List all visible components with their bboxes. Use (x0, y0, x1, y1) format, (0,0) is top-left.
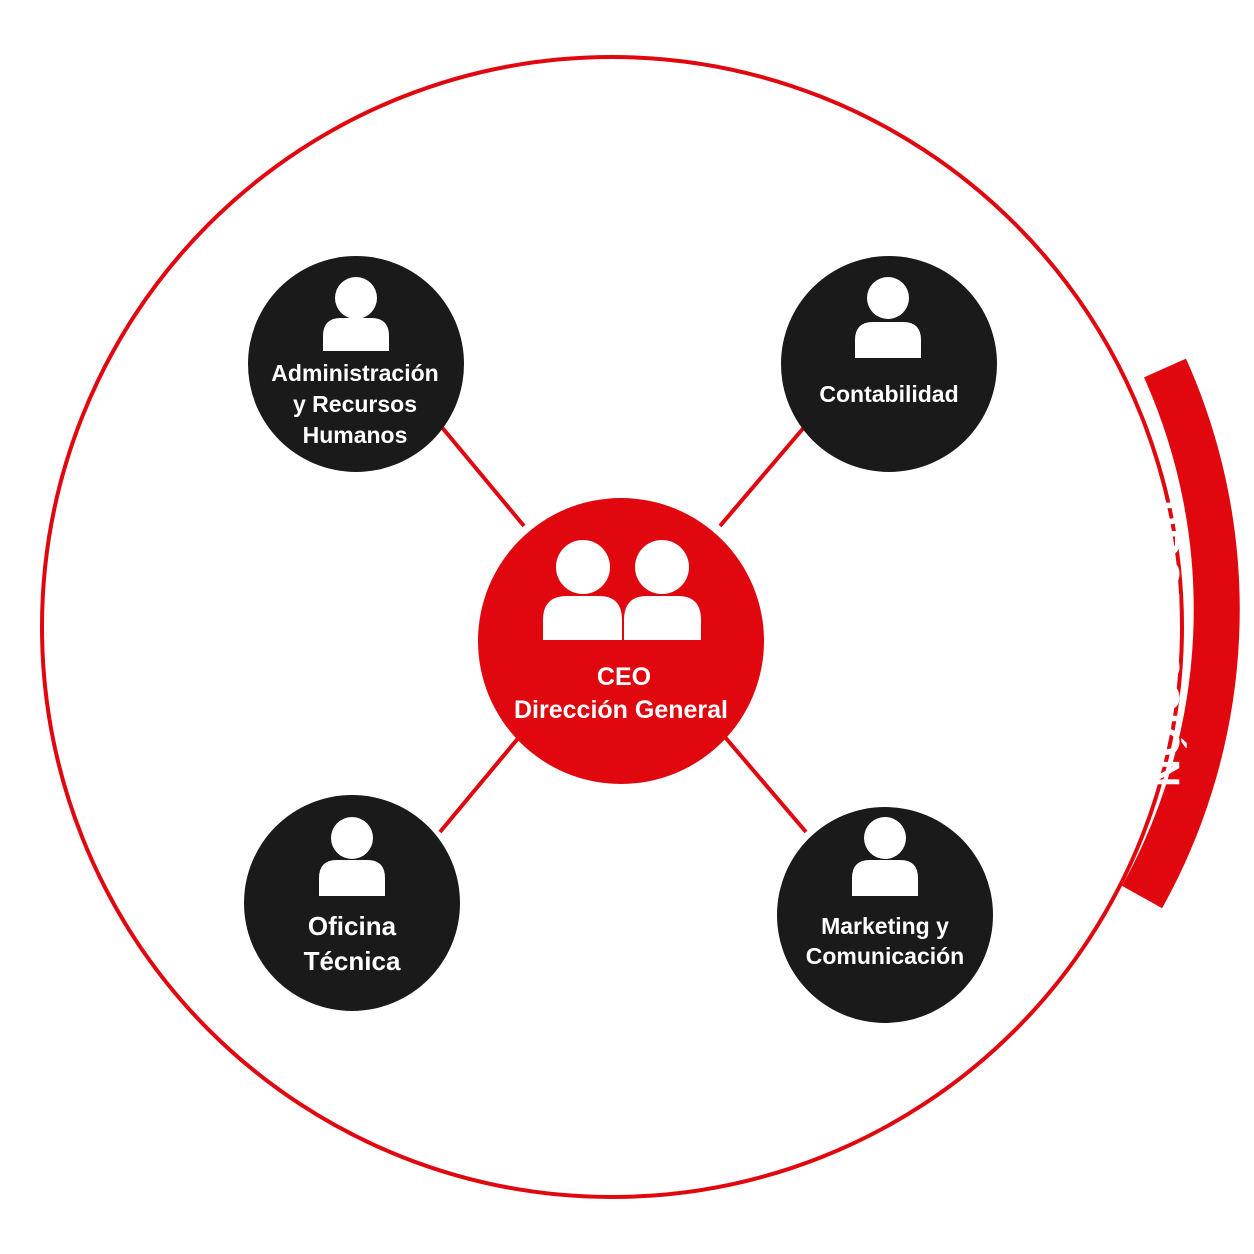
dept-oficina-circle (244, 795, 460, 1011)
produccion-label: PRODUCCIÓN (1144, 500, 1188, 790)
dept-admin-label-1: Administración (271, 360, 438, 386)
dept-marketing-label-2: Comunicación (806, 943, 964, 969)
dept-oficina-label-1: Oficina (308, 911, 397, 941)
dept-admin-label-2: y Recursos (293, 391, 417, 417)
connector-oficina (438, 734, 522, 834)
dept-admin-label-3: Humanos (303, 422, 408, 448)
dept-admin: Administración y Recursos Humanos (248, 256, 464, 472)
two-users-icon (543, 540, 701, 640)
dept-contabilidad-circle (781, 256, 997, 472)
connectors (438, 423, 808, 834)
ceo-node: CEO Dirección General (478, 498, 764, 784)
ceo-title: CEO (597, 663, 651, 691)
produccion-band: PRODUCCIÓN (1121, 358, 1240, 909)
connector-admin (438, 423, 526, 528)
ceo-circle (478, 498, 764, 784)
user-icon (319, 817, 385, 896)
user-icon (323, 277, 389, 351)
dept-oficina-label-2: Técnica (304, 946, 401, 976)
dept-admin-circle (248, 256, 464, 472)
dept-contabilidad: Contabilidad (781, 256, 997, 472)
produccion-band-arc (1121, 358, 1240, 909)
dept-contabilidad-label: Contabilidad (819, 381, 958, 407)
user-icon (852, 817, 918, 896)
dept-oficina: Oficina Técnica (244, 795, 460, 1011)
dept-marketing: Marketing y Comunicación (777, 807, 993, 1023)
user-icon (855, 277, 921, 358)
ceo-subtitle: Dirección General (514, 696, 728, 724)
connector-contabilidad (718, 423, 808, 528)
dept-marketing-circle (777, 807, 993, 1023)
dept-marketing-label-1: Marketing y (821, 913, 949, 939)
outer-ring (40, 55, 1184, 1199)
connector-marketing (722, 734, 808, 834)
